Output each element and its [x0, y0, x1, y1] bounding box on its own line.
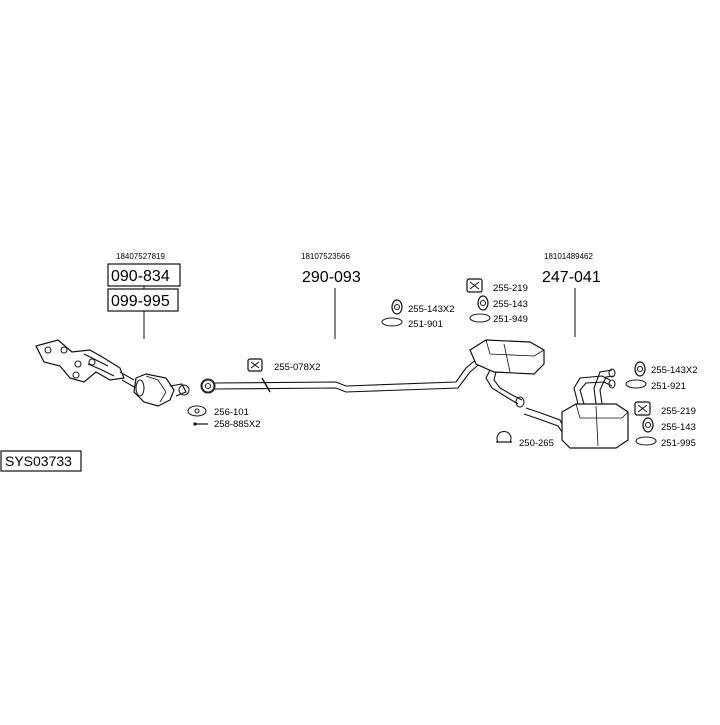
round-hanger-icon: [391, 299, 403, 315]
clamp-251-949-label: 251-949: [493, 314, 528, 325]
group-ref-middle: 18107523566: [301, 252, 350, 261]
rear-silencer-drawing: [523, 368, 629, 449]
hanger-255-143x2-mid[interactable]: 255-143X2: [391, 299, 454, 315]
part-090-834[interactable]: 090-834: [107, 263, 181, 287]
clamp-ring-icon: [625, 379, 647, 389]
part-290-093[interactable]: 290-093: [302, 269, 361, 286]
hanger-255-219-mid-label: 255-219: [493, 283, 528, 294]
clamp-251-901-label: 251-901: [408, 319, 443, 330]
front-hanger-label: 255-078X2: [274, 362, 320, 373]
hanger-255-219-rear[interactable]: 255-219: [634, 401, 696, 417]
clamp-251-995[interactable]: 251-995: [635, 436, 696, 449]
clamp-251-901[interactable]: 251-901: [381, 317, 443, 330]
hanger-255-143-rear-label: 255-143: [661, 422, 696, 433]
clamp-251-995-label: 251-995: [661, 438, 696, 449]
u-clamp-icon: [496, 430, 512, 443]
catalytic-converter-drawing: [133, 373, 190, 407]
hanger-255-143x2-rear[interactable]: 255-143X2: [634, 361, 697, 377]
system-code-box[interactable]: SYS03733: [0, 450, 82, 472]
part-099-995-label: 099-995: [111, 293, 170, 310]
hanger-255-219-rear-label: 255-219: [661, 406, 696, 417]
round-hanger-icon: [642, 417, 654, 433]
hanger-255-143-mid-label: 255-143: [493, 299, 528, 310]
group-ref-manifold: 18407527819: [116, 252, 165, 261]
part-090-834-label: 090-834: [111, 268, 170, 285]
gasket-icon: [187, 405, 207, 417]
clamp-251-921-label: 251-921: [651, 381, 686, 392]
gasket-hole-icon: [194, 408, 200, 414]
front-hanger-255-078[interactable]: 255-078X2: [247, 358, 320, 373]
round-hanger-icon: [477, 295, 489, 311]
part-099-995-frame: [107, 288, 179, 312]
part-290-093-label: 290-093: [302, 269, 361, 286]
center-silencer-drawing: [469, 339, 545, 408]
part-099-995[interactable]: 099-995: [107, 288, 179, 312]
system-code-text: SYS03733: [5, 453, 72, 469]
hanger-255-143-rear[interactable]: 255-143: [642, 417, 696, 433]
flange-gasket-front: [201, 379, 215, 393]
gasket-256-101[interactable]: 256-101: [187, 405, 249, 418]
clamp-ring-icon: [381, 317, 403, 327]
part-247-041[interactable]: 247-041: [542, 269, 601, 286]
clamp-251-921[interactable]: 251-921: [625, 379, 686, 392]
gasket-256-101-label: 256-101: [214, 407, 249, 418]
clamp-250-265[interactable]: 250-265: [496, 430, 554, 449]
exhaust-manifold-drawing: [35, 339, 137, 389]
bolt-258-885-label: 258-885X2: [214, 419, 260, 430]
clamp-ring-icon: [635, 436, 657, 446]
group-ref-rear: 18101489462: [544, 252, 593, 261]
hanger-255-143-mid[interactable]: 255-143: [477, 295, 528, 311]
middle-pipe-drawing: [200, 357, 483, 394]
hanger-rod: [261, 377, 271, 393]
hanger-255-143x2-mid-label: 255-143X2: [408, 304, 454, 315]
clamp-251-949[interactable]: 251-949: [469, 313, 528, 325]
hanger-255-219-mid[interactable]: 255-219: [466, 278, 528, 294]
system-code-frame: [0, 450, 82, 472]
clamp-250-265-label: 250-265: [519, 438, 554, 449]
round-hanger-icon: [634, 361, 646, 377]
bolt-head-icon: [193, 422, 197, 426]
clamp-ring-icon: [469, 313, 491, 323]
bolt-258-885[interactable]: 258-885X2: [193, 419, 260, 430]
hanger-255-143x2-rear-label: 255-143X2: [651, 365, 697, 376]
part-247-041-label: 247-041: [542, 269, 601, 286]
